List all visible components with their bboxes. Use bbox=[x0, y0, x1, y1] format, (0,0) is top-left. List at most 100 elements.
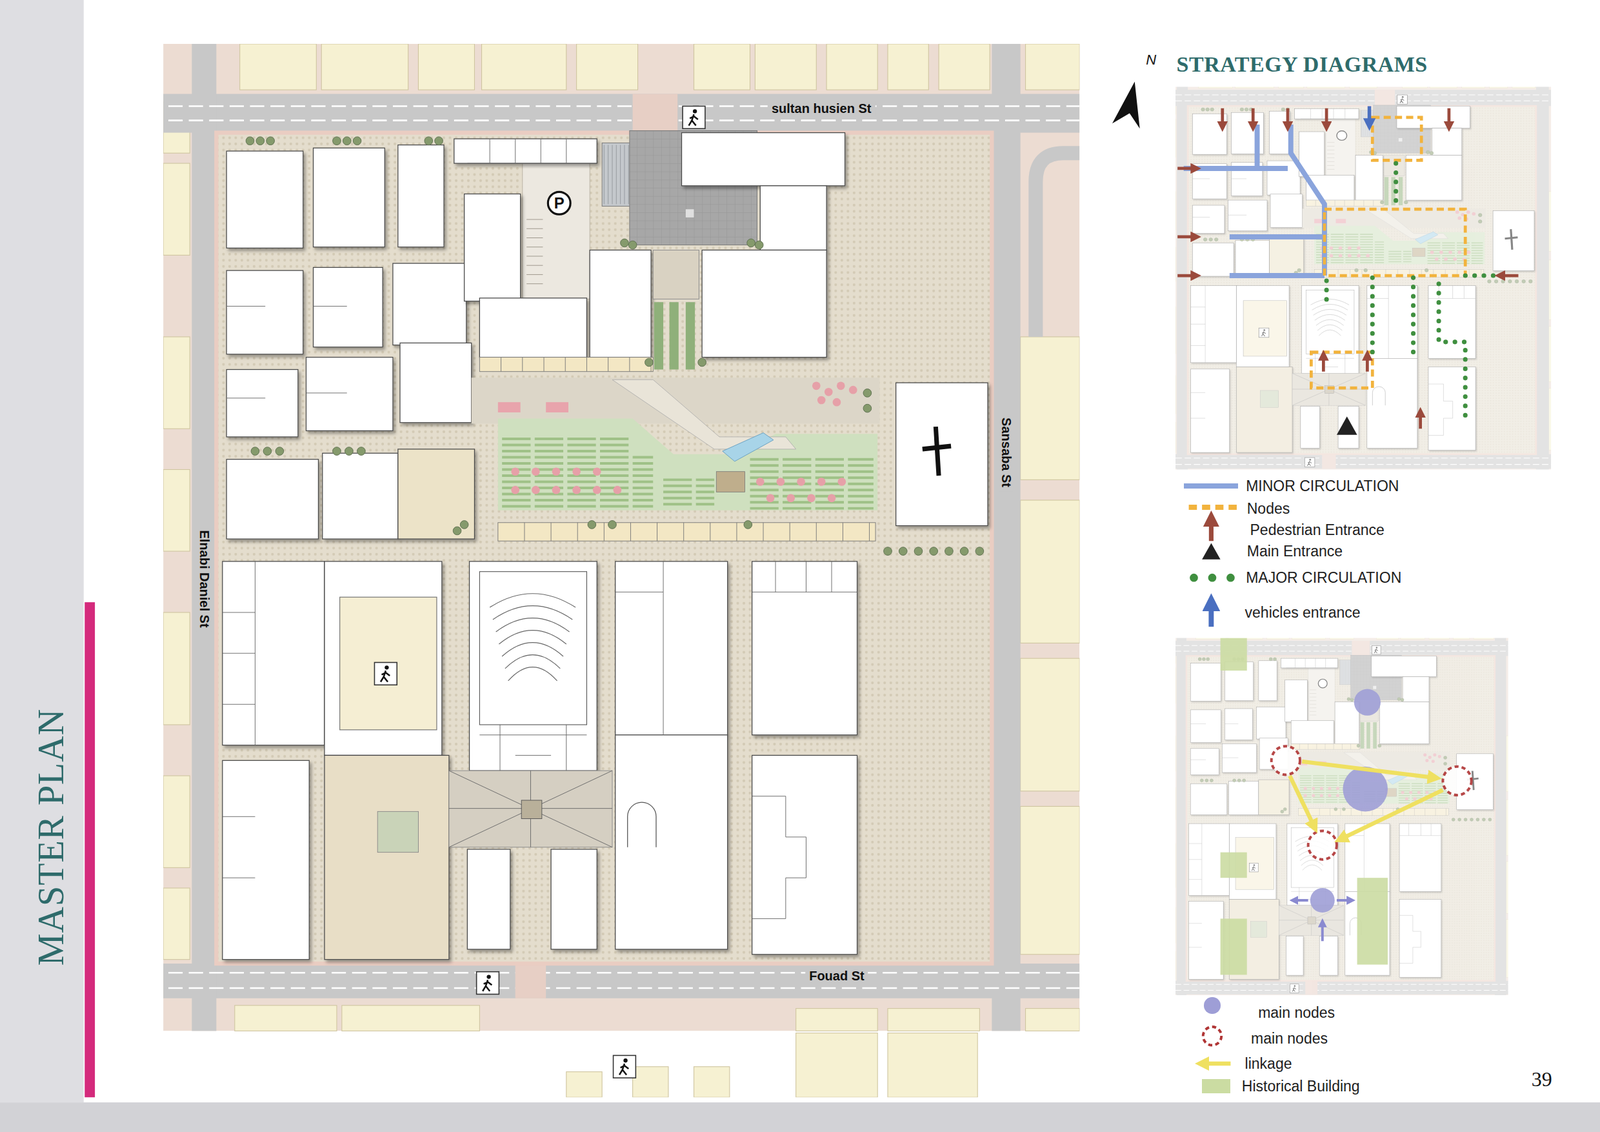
cafe-table bbox=[531, 467, 540, 476]
main-entrance bbox=[1336, 416, 1358, 435]
neighbour-block bbox=[418, 43, 475, 90]
planter-row bbox=[663, 502, 715, 506]
road bbox=[191, 43, 217, 1031]
planter-row bbox=[750, 488, 874, 491]
major-circulation bbox=[1465, 272, 1500, 278]
sign-plate bbox=[682, 105, 706, 129]
legend-text: Pedestrian Entrance bbox=[1250, 521, 1385, 539]
sign-figure bbox=[482, 979, 492, 991]
neighbour-block bbox=[826, 43, 878, 90]
tree bbox=[645, 358, 654, 367]
legend-sample-pedestrian bbox=[1209, 518, 1214, 541]
cafe-table bbox=[572, 485, 581, 495]
building bbox=[469, 561, 598, 771]
tree bbox=[332, 447, 342, 456]
road bbox=[991, 43, 1020, 1031]
shop-divider bbox=[656, 522, 658, 541]
tree bbox=[863, 403, 872, 413]
pedestrian-entrance bbox=[1447, 108, 1451, 127]
neighbour-block bbox=[1020, 658, 1080, 791]
pedestrian-entrance bbox=[1177, 167, 1196, 171]
node-access-arrow bbox=[1336, 898, 1351, 902]
street-name: Sansaba St bbox=[998, 413, 1014, 491]
node-outline bbox=[1310, 352, 1373, 388]
cafe-table bbox=[510, 467, 520, 476]
historical-building bbox=[1357, 877, 1388, 964]
neighbour-block bbox=[321, 43, 408, 90]
plaza-kiosk bbox=[716, 471, 745, 493]
canopy-rib bbox=[611, 145, 613, 205]
shop-divider bbox=[565, 357, 566, 372]
legend-sample-main-entrance bbox=[1201, 542, 1220, 559]
seating-row bbox=[505, 654, 560, 669]
shop-divider bbox=[683, 522, 684, 541]
tree bbox=[250, 447, 260, 456]
main-node bbox=[1342, 766, 1388, 812]
building bbox=[398, 145, 444, 248]
left-band bbox=[0, 0, 84, 1102]
tree bbox=[245, 136, 255, 146]
legend-sample-linkage bbox=[1201, 1061, 1231, 1066]
tree bbox=[352, 136, 362, 146]
neighbour-block bbox=[887, 43, 929, 90]
apse-outline bbox=[627, 801, 657, 848]
neighbour-block bbox=[887, 1008, 980, 1031]
parking-stall bbox=[526, 219, 543, 220]
shop-divider bbox=[789, 522, 791, 541]
shop-divider bbox=[869, 522, 870, 541]
shop-row bbox=[479, 357, 653, 372]
magenta-bar bbox=[84, 601, 95, 1097]
lane-marking bbox=[168, 971, 1080, 974]
planter-row bbox=[750, 463, 874, 467]
pedestrian-entrance bbox=[1220, 108, 1224, 127]
main-node bbox=[1354, 689, 1381, 716]
shop-divider bbox=[842, 522, 844, 541]
pedestrian-sign bbox=[374, 661, 397, 685]
building-wall bbox=[615, 561, 664, 592]
pedestrian-entrance bbox=[1177, 274, 1196, 278]
tree bbox=[256, 136, 265, 146]
pedestrian-sign bbox=[682, 105, 706, 129]
shop-divider bbox=[521, 357, 523, 372]
pedestrian-entrance bbox=[1321, 354, 1326, 371]
tree bbox=[608, 520, 617, 530]
theater-wall bbox=[515, 754, 551, 756]
neighbour-block bbox=[1025, 43, 1080, 90]
building-wall bbox=[752, 591, 858, 593]
legend-text: MINOR CIRCULATION bbox=[1245, 477, 1399, 495]
diagram-clip bbox=[1175, 86, 1551, 470]
theater-hall bbox=[479, 571, 587, 725]
sign-plate bbox=[476, 971, 500, 995]
legend-text: Historical Building bbox=[1241, 1077, 1360, 1095]
neighbour-block bbox=[163, 887, 190, 960]
cafe-table bbox=[572, 467, 581, 476]
building-wall bbox=[489, 138, 491, 164]
tree bbox=[698, 358, 707, 367]
water-feature bbox=[722, 432, 774, 462]
shop-divider bbox=[577, 522, 579, 541]
cafe-table bbox=[812, 381, 821, 391]
seating-row bbox=[492, 605, 573, 620]
planter-row bbox=[663, 484, 715, 488]
neighbour-block bbox=[163, 612, 190, 725]
neighbour-block bbox=[1020, 336, 1080, 480]
canopy-rib bbox=[603, 145, 605, 205]
building bbox=[398, 449, 475, 539]
neighbour-block bbox=[240, 43, 317, 90]
vehicle-entrance bbox=[1367, 105, 1372, 124]
cafe-table bbox=[766, 493, 775, 502]
building bbox=[392, 263, 467, 346]
cafe-table bbox=[552, 467, 561, 476]
shop-divider bbox=[586, 357, 588, 372]
sign-plate bbox=[374, 661, 397, 685]
historical-building bbox=[1220, 852, 1248, 879]
canopy-rib bbox=[620, 145, 621, 205]
sign-plate bbox=[613, 1054, 637, 1078]
tree bbox=[914, 547, 923, 556]
neighbour-block bbox=[694, 1066, 730, 1097]
diagram-base-map bbox=[1175, 86, 1551, 470]
building bbox=[313, 267, 384, 347]
neighbour-block bbox=[694, 43, 751, 90]
building-wall bbox=[467, 163, 597, 164]
